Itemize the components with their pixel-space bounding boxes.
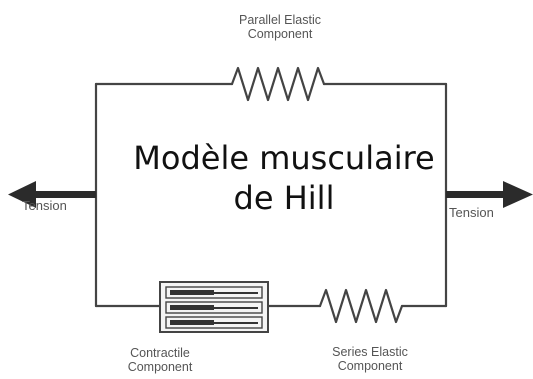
parallel-elastic-label-line1: Parallel Elastic bbox=[239, 13, 321, 27]
tension-label-left: Tension bbox=[22, 198, 67, 213]
parallel-elastic-label-line2: Component bbox=[247, 27, 313, 41]
contractile-component bbox=[159, 281, 269, 333]
diagram-title: Modèle musculaire de Hill bbox=[118, 138, 450, 218]
contractile-label-line1: Contractile bbox=[130, 346, 190, 360]
series-elastic-label: Series Elastic Component bbox=[300, 345, 440, 373]
diagram-title-line2: de Hill bbox=[233, 179, 335, 217]
parallel-elastic-label: Parallel Elastic Component bbox=[190, 13, 370, 41]
series-elastic-label-line1: Series Elastic bbox=[332, 345, 408, 359]
diagram-title-line1: Modèle musculaire bbox=[133, 139, 435, 177]
left-tension-arrow bbox=[8, 181, 96, 208]
tension-label-right: Tension bbox=[449, 205, 494, 220]
contractile-label: Contractile Component bbox=[105, 346, 215, 374]
series-elastic-spring bbox=[318, 288, 404, 324]
right-tension-arrow bbox=[446, 181, 533, 208]
series-elastic-label-line2: Component bbox=[337, 359, 403, 373]
contractile-label-line2: Component bbox=[127, 360, 193, 374]
parallel-elastic-spring bbox=[230, 66, 326, 102]
